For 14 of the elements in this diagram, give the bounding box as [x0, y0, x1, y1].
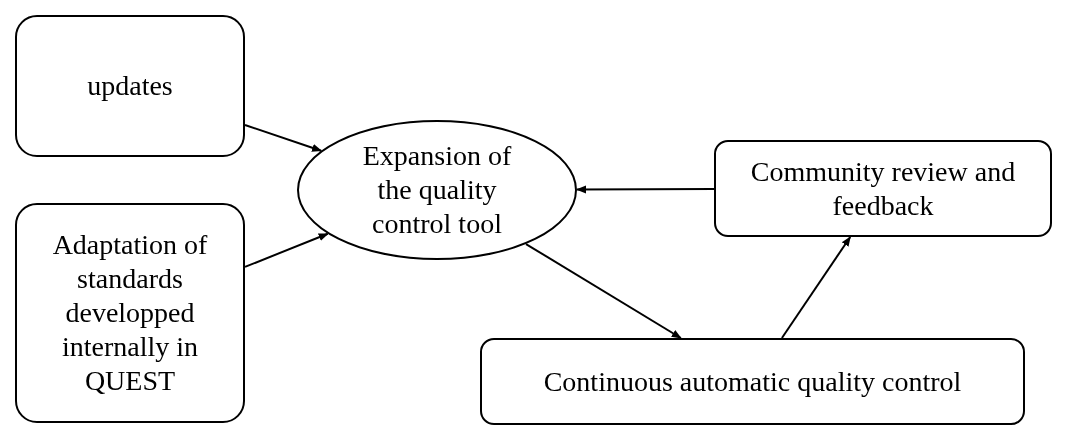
arrow — [576, 185, 715, 194]
node-text: Adaptation of standards developped internally in QUEST — [51, 228, 209, 398]
arrow — [244, 123, 323, 152]
arrow — [244, 232, 329, 268]
process-box — [15, 203, 245, 423]
process-box — [480, 338, 1025, 425]
process-box — [714, 140, 1052, 237]
node-text: Continuous automatic quality control — [543, 364, 962, 399]
arrow — [780, 236, 852, 339]
node-text: updates — [87, 69, 173, 103]
arrow — [525, 243, 682, 339]
process-box — [15, 15, 245, 157]
node-text: Expansion of the quality control tool — [361, 139, 513, 241]
node-text: Community review and feedback — [749, 154, 1017, 223]
